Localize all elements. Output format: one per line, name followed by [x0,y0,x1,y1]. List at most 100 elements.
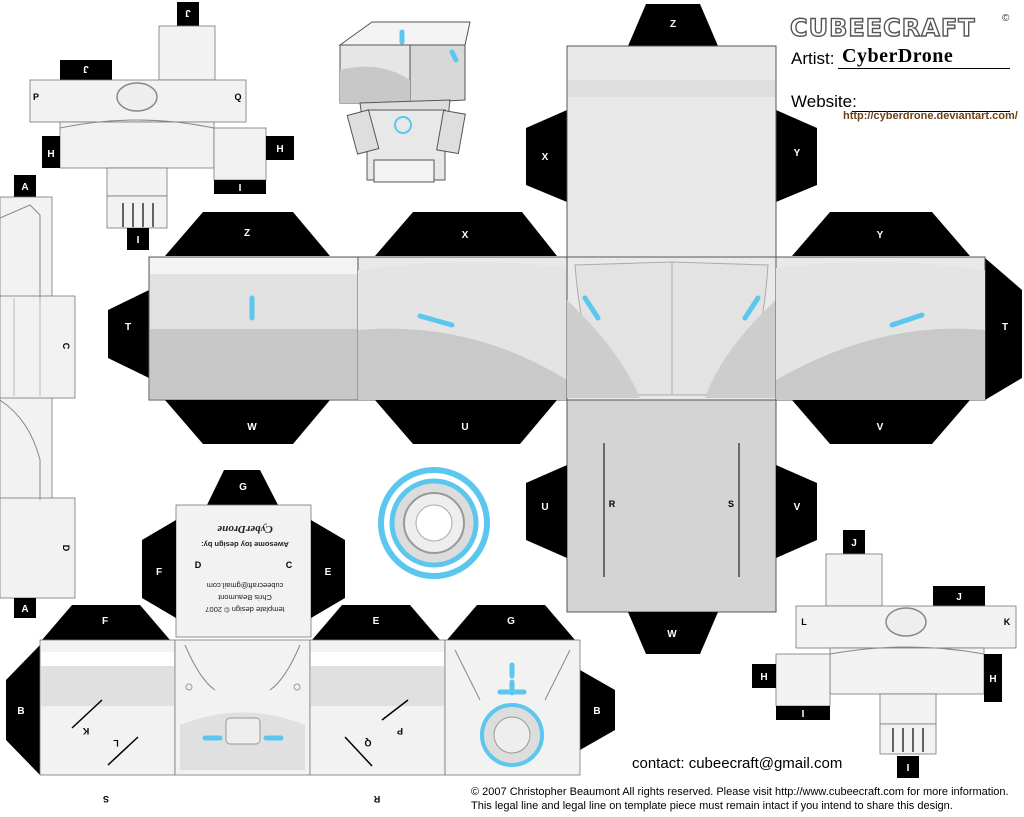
tab-y [776,110,817,202]
credit-awesome-text: Awesome toy design by: [201,540,289,549]
credit-email: cubeecraft@gmail.com [206,581,284,590]
tab-leg-a-top [14,175,36,197]
tab-leg-a-top-label: A [21,182,28,193]
tab-body-e-side-label: E [325,567,332,578]
credit-designer-name: CyberDrone [217,523,273,535]
head-net: Z X Y Z X Y T T [108,4,1022,654]
tab-arm-left-i2-label: I [137,235,140,246]
tab-leg-a-bottom-label: A [21,604,28,615]
tab-body-b-right-label: B [593,706,600,717]
arm-right-l-label: L [801,617,807,627]
tab-arm-right-j1 [843,530,865,554]
tab-head-z-label: Z [244,228,250,239]
tab-body-f-side-label: F [156,567,162,578]
tab-body-e-side [311,520,345,618]
tab-arm-right-i1 [776,706,830,720]
website-underline [852,111,1010,112]
tab-arm-right-h1 [752,664,776,688]
website-label: Website: [791,92,857,111]
tab-z-top-label: Z [670,19,676,30]
tab-arm-left-p-top-label: J [83,63,89,74]
credit-box: CyberDrone Awesome toy design by: cubeec… [178,505,312,635]
tab-arm-right-j2 [933,586,985,606]
tab-head-u-label: U [461,422,468,433]
tab-head-u [375,400,557,444]
body-l-label: L [113,738,119,748]
tab-w-bottom [628,612,718,654]
tab-arm-right-h2-label: H [989,674,996,685]
tab-x [526,110,567,202]
arm-left-q-label: Q [234,92,241,102]
right-arm-net: J J L K H H I I [752,530,1017,778]
head-bottom-face [566,399,777,613]
tab-body-f-label: F [102,616,108,627]
tab-head-w [165,400,330,444]
body-c-label: C [286,560,293,570]
tab-head-x-label: X [462,230,469,241]
tab-arm-left-h1-label: H [47,149,54,160]
assembled-preview [338,21,471,183]
tab-arm-left-h2 [266,136,294,160]
tab-arm-right-j1-label: J [851,538,857,549]
tab-head-v [792,400,970,444]
artist-name: CyberDrone [842,45,954,67]
tab-arm-left-i1 [214,180,266,194]
chin-r-label: R [609,499,616,509]
tab-head-y-label: Y [877,230,884,241]
tab-body-f-side [142,520,176,618]
tab-head-y [792,212,970,256]
tab-arm-right-h1-label: H [760,672,767,683]
tab-arm-right-i2-label: I [907,763,910,774]
tab-w-bottom-label: W [667,629,677,640]
artist-underline [838,68,1010,69]
tab-head-t-right [985,258,1022,400]
body-top-credit-panel [175,504,312,638]
tab-body-b-left-label: B [17,706,24,717]
credit-template-designer: Chris Beaumont [218,593,272,602]
body-r-label: R [373,794,380,804]
torso-ring [378,467,490,579]
tab-arm-left-j [177,2,199,26]
tab-head-t-left-label: T [125,322,131,333]
tab-chin-v [776,465,817,558]
tab-head-z [165,212,330,256]
body-net: G F E D C F E G B B K L S [6,470,615,804]
legal-line-1: © 2007 Christopher Beaumont All rights r… [471,786,1009,798]
tab-body-g-top [207,470,278,505]
arm-left-p-label: P [33,92,39,102]
tab-arm-right-i1-label: I [802,709,805,720]
tab-body-e-label: E [373,616,380,627]
left-arm-net: J J P Q H H I I [29,2,294,250]
leg-d-label: D [61,545,71,552]
legal-line-2: This legal line and legal line on templa… [471,800,953,812]
tab-arm-right-h2 [984,654,1002,702]
tab-arm-left-h2-label: H [276,144,283,155]
tab-body-b-right [580,670,615,750]
cubeecraft-logo: CUBEECRAFT [789,13,976,42]
tab-arm-left-i2 [127,228,149,250]
tab-x-label: X [542,152,549,163]
tab-chin-u [526,465,567,558]
tab-chin-v-label: V [794,502,801,513]
contact-email: contact: cubeecraft@gmail.com [632,755,843,772]
tab-body-g-top-label: G [239,482,247,493]
tab-arm-right-j2-label: J [956,592,962,603]
tab-head-w-label: W [247,422,257,433]
body-p-label: P [397,726,403,736]
tab-body-e [312,605,440,640]
website-url-link[interactable]: http://cyberdrone.deviantart.com/ [843,110,1018,122]
head-top-face [566,45,777,259]
chin-s-label: S [728,499,734,509]
body-q-label: Q [364,738,371,748]
tab-z-top [628,4,718,46]
tab-head-t-right-label: T [1002,322,1008,333]
tab-chin-u-label: U [541,502,548,513]
logo-copyright-mark: © [1002,13,1010,24]
tab-arm-left-i1-label: I [239,183,242,194]
tab-arm-left-j-label: J [185,7,191,18]
body-k-label: K [82,726,89,736]
credit-template-copyright: template design © 2007 [205,605,285,614]
tab-head-x [375,212,557,256]
body-s-label: S [103,794,109,804]
